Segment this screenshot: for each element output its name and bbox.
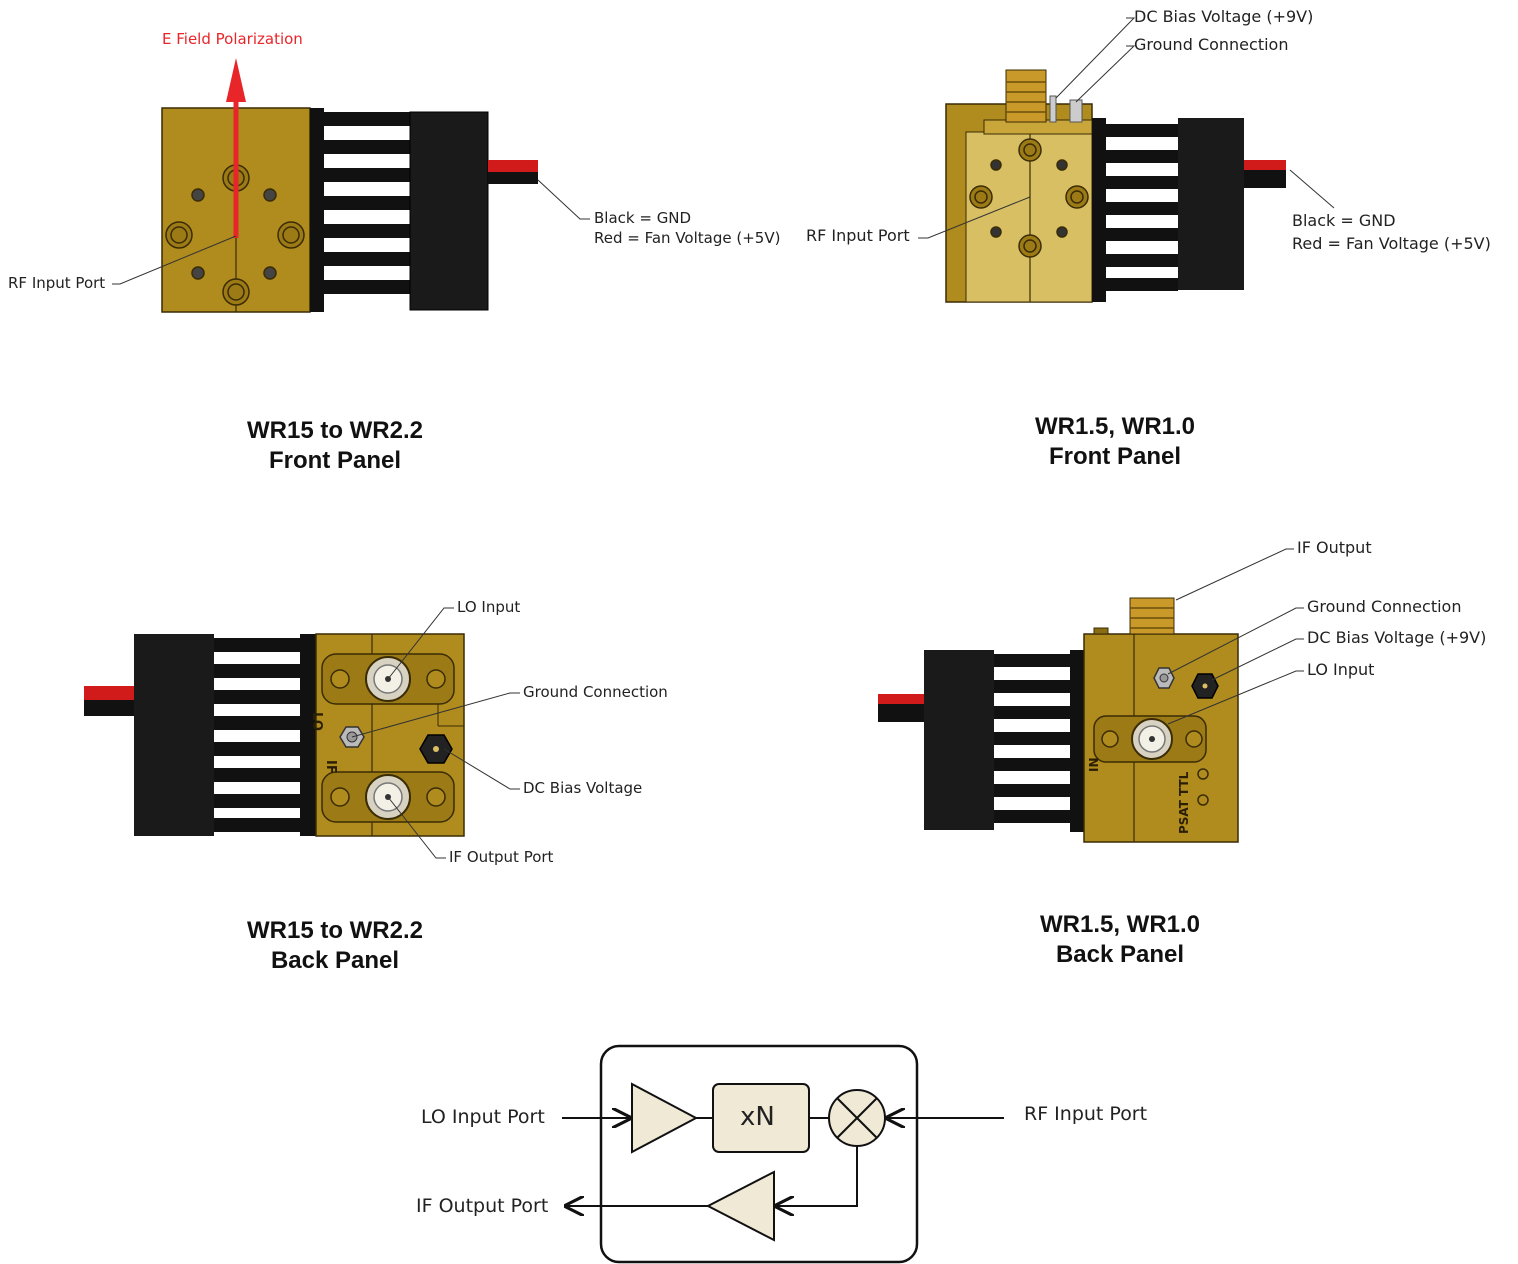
fan-wire-black [84,700,134,716]
if-output-port-label: IF Output Port [449,848,554,866]
leader-wire-small [1289,169,1335,209]
caption-back-std: WR15 to WR2.2 Back Panel [185,916,485,976]
sma-connector [1005,69,1047,123]
leader-ground-small-back [1167,607,1304,675]
block-diagram-drawing [562,1044,1004,1264]
fan-body [409,111,489,311]
leader-rf-port-std [112,235,237,285]
e-field-polarization-label: E Field Polarization [162,30,303,48]
lo-input-label: LO Input [457,598,521,616]
caption-front-std: WR15 to WR2.2 Front Panel [185,416,485,476]
wire-voltage-label: Red = Fan Voltage (+5V) [594,229,781,247]
caption-line2: Back Panel [1055,941,1185,968]
fan-wire-red [878,694,924,704]
heatsink-base [310,108,324,312]
multiplier-label: xN [740,1102,775,1132]
fan-wire-black [878,704,924,722]
mixer-to-if-amp-line [776,1146,858,1206]
lo-engraving: LO [309,712,324,731]
rf-input-port-label: RF Input Port [806,226,910,245]
lo-input-port-label: LO Input Port [421,1106,545,1128]
caption-line1: WR1.5, WR1.0 [1039,911,1201,938]
leader-lo-input-std [387,607,454,680]
leader-lo-input-small [1167,670,1304,725]
leader-ground-std [351,692,520,738]
fan-wire-red [1244,160,1286,170]
wire-ground-label: Black = GND [1292,211,1396,230]
lo-input-label: LO Input [1307,660,1375,679]
rf-input-port-label: RF Input Port [8,274,106,292]
caption-front-small: WR1.5, WR1.0 Front Panel [965,412,1265,472]
back-panel-small-drawing [878,548,1304,843]
fan-body [924,650,994,830]
caption-line2: Back Panel [270,947,400,974]
if-output-port-label: IF Output Port [416,1195,549,1217]
leader-wire-std [537,179,590,220]
dc-bias-voltage-label: DC Bias Voltage (+9V) [1307,628,1487,647]
leader-dc-bias-small-back [1211,638,1304,681]
front-panel-std-drawing [112,58,590,313]
fan-wire-black [488,172,538,184]
caption-line2: Front Panel [1048,443,1181,470]
rf-input-port-label: RF Input Port [1024,1103,1148,1125]
polarization-arrow-head [226,58,246,102]
front-panel-small-drawing [918,17,1335,303]
ground-connection-label: Ground Connection [1307,597,1462,616]
psat-engraving: PSAT [1177,800,1191,834]
dc-bias-voltage-label: DC Bias Voltage (+9V) [1134,7,1314,26]
if-engraving: IF [323,760,338,774]
fan-body [1178,118,1244,290]
leader-ground-small [1075,45,1136,103]
caption-line2: Front Panel [268,447,401,474]
dc-bias-pin [1049,95,1057,123]
ground-connection-label: Ground Connection [523,683,668,701]
fan-body [134,634,214,836]
fan-wire-red [84,686,134,700]
leader-dc-bias-std [443,748,520,790]
ground-pin [1069,99,1083,123]
ttl-engraving: TTL [1177,771,1191,796]
lo-amplifier [631,1082,699,1154]
caption-line1: WR15 to WR2.2 [246,917,423,944]
leader-if-output-std [387,796,446,859]
in-engraving: IN [1087,757,1101,772]
caption-back-small: WR1.5, WR1.0 Back Panel [970,910,1270,970]
heatsink-fins [324,112,410,294]
fan-wire-red [488,160,538,172]
back-panel-std-drawing [84,607,520,859]
if-output-label: IF Output [1297,538,1372,557]
leader-if-output-small [1175,548,1294,601]
ground-connection-label: Ground Connection [1134,35,1289,54]
caption-line1: WR15 to WR2.2 [246,417,423,444]
leader-dc-bias-small [1055,17,1136,99]
fan-wire-black [1244,170,1286,188]
caption-line1: WR1.5, WR1.0 [1034,413,1196,440]
wire-ground-label: Black = GND [594,209,692,227]
leader-rf-port-small [918,196,1031,239]
dc-bias-voltage-label: DC Bias Voltage [523,779,643,797]
wire-voltage-label: Red = Fan Voltage (+5V) [1292,234,1491,253]
